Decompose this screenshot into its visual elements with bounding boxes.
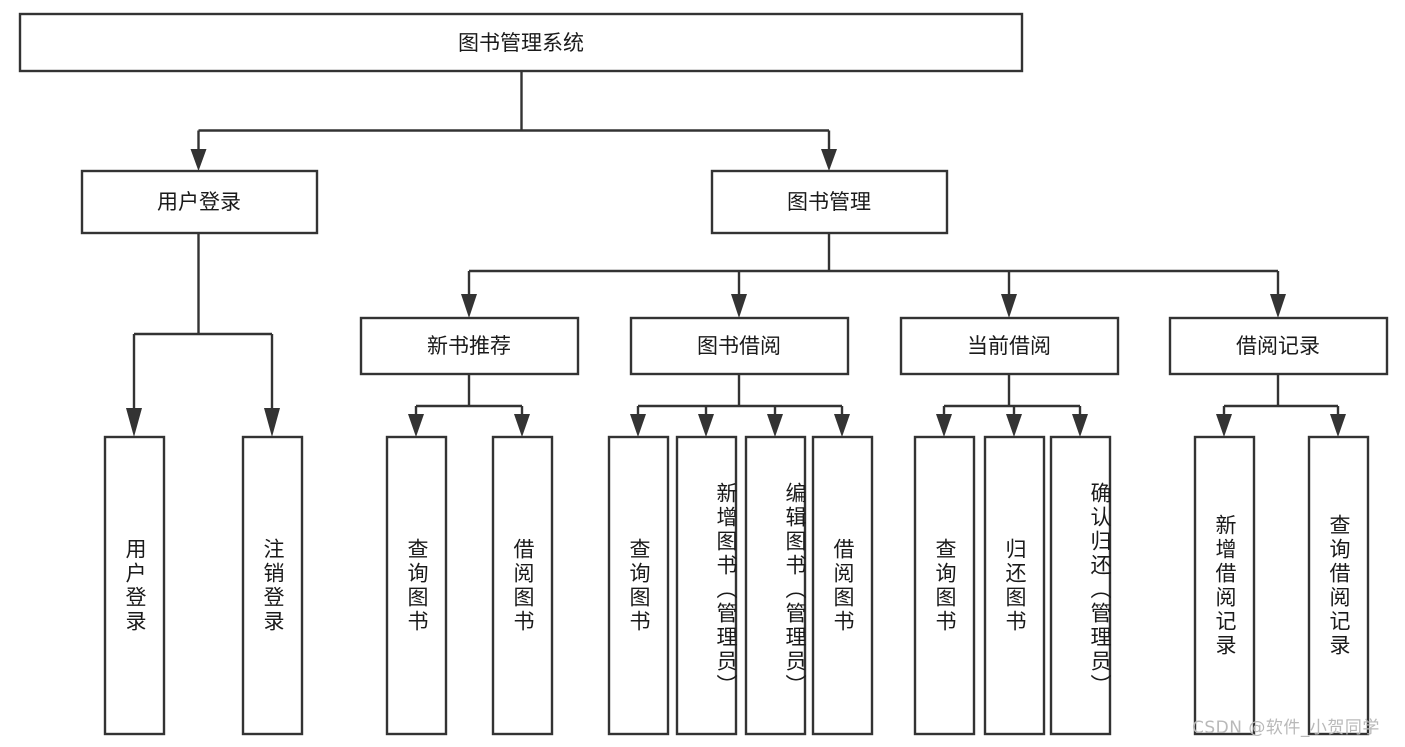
arrow-leaf-logout-login [264,408,280,437]
node-current-borrow-label: 当前借阅 [967,334,1051,358]
arrow-to-book-borrow [731,294,747,318]
arrow-leaf-add-record [1216,414,1232,437]
node-book-manage-box[interactable] [710,169,949,235]
arrow-to-book-manage [821,149,837,171]
node-current-borrow[interactable]: 当前借阅 [899,316,1120,376]
leaf-query-book-2-box[interactable] [607,435,670,736]
node-book-borrow-label: 图书借阅 [697,334,781,358]
node-user-login-box[interactable] [80,169,319,235]
node-root-box[interactable] [18,12,1024,73]
leaf-confirm-return-box[interactable] [1049,435,1112,736]
leaf-borrow-book-1-box[interactable] [491,435,554,736]
connector-group [126,71,1346,437]
leaf-return-book-box[interactable] [983,435,1046,736]
leaf-borrow-book-2-box[interactable] [811,435,874,736]
arrow-leaf-add-book [698,414,714,437]
leaf-add-book-box[interactable] [675,435,738,736]
node-current-borrow-box[interactable] [899,316,1120,376]
arrow-leaf-borrow-book-2 [834,414,850,437]
arrow-leaf-return-book [1006,414,1022,437]
node-borrow-record-label: 借阅记录 [1236,334,1320,358]
arrow-leaf-query-book-2 [630,414,646,437]
node-root[interactable]: 图书管理系统 [18,12,1024,73]
node-new-book-rec-box[interactable] [359,316,580,376]
node-new-book-rec-label: 新书推荐 [427,334,511,358]
leaf-add-record-box[interactable] [1193,435,1256,736]
node-book-manage[interactable]: 图书管理 [710,169,949,235]
arrow-leaf-query-book-1 [408,414,424,437]
arrow-to-borrow-record [1270,294,1286,318]
leaf-query-record-box[interactable] [1307,435,1370,736]
leaf-query-book-1-box[interactable] [385,435,448,736]
leaf-logout-login-box[interactable] [241,435,304,736]
node-book-manage-label: 图书管理 [787,190,871,214]
csdn-watermark: CSDN @软件_小贺同学 [1192,718,1380,738]
node-borrow-record[interactable]: 借阅记录 [1168,316,1389,376]
node-borrow-record-box[interactable] [1168,316,1389,376]
leaf-edit-book-box[interactable] [744,435,807,736]
leaf-user-login-box[interactable] [103,435,166,736]
node-book-borrow-box[interactable] [629,316,850,376]
arrow-to-new-book-rec [461,294,477,318]
arrow-leaf-confirm-return [1072,414,1088,437]
arrow-to-user-login [190,149,207,171]
node-user-login[interactable]: 用户登录 [80,169,319,235]
arrow-to-current-borrow [1001,294,1017,318]
arrow-leaf-edit-book [767,414,783,437]
arrow-leaf-query-record [1330,414,1346,437]
leaf-boxes [103,435,1370,736]
node-root-label: 图书管理系统 [458,31,584,55]
arrow-leaf-query-book-3 [936,414,952,437]
node-new-book-rec[interactable]: 新书推荐 [359,316,580,376]
leaf-query-book-3-box[interactable] [913,435,976,736]
node-book-borrow[interactable]: 图书借阅 [629,316,850,376]
arrow-leaf-user-login [126,408,142,437]
node-user-login-label: 用户登录 [157,190,241,214]
arrow-leaf-borrow-book-1 [514,414,530,437]
